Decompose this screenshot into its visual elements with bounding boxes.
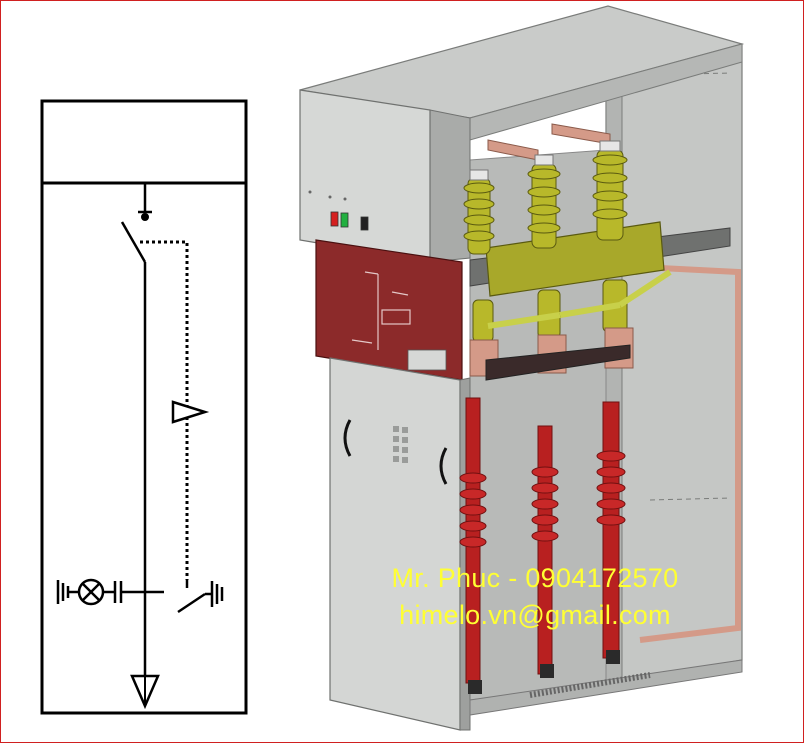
cable-terminations (459, 397, 626, 684)
door-handle-right (439, 447, 448, 485)
cabinet-front-door (329, 357, 461, 731)
cabinet-floor (469, 659, 743, 716)
lv-compartment-front (299, 89, 431, 263)
indicator-lamp-green (340, 212, 349, 228)
interlock-rods (487, 269, 672, 329)
mechanical-interlock-line (140, 240, 189, 580)
contact-name-phone: Mr. Phuc - 0904172570 (391, 563, 679, 593)
interlock-triangle-symbol (171, 400, 210, 424)
switchgear-cabinet (299, 5, 745, 731)
operation-counter (407, 349, 447, 371)
lv-compartment-side (429, 109, 471, 263)
contact-email: himelo.vn@gmail.com (399, 600, 671, 630)
single-line-diagram (40, 99, 248, 715)
earthing-switch-symbol (177, 580, 224, 614)
earth-bus-bar (639, 265, 741, 643)
bus-tap-node (141, 213, 149, 221)
selector-switch (360, 216, 369, 231)
voltage-indicator-lamp-symbol (56, 578, 164, 606)
cable-clamp-bar (485, 344, 631, 381)
diagram-outer-frame (40, 99, 248, 715)
lower-insulators (472, 279, 628, 343)
viewing-window (393, 426, 408, 463)
upper-insulators (463, 149, 628, 255)
insulator-caps (469, 140, 621, 181)
door-handle-left (343, 419, 352, 457)
cable-glands (468, 650, 620, 694)
indicator-lamp-red (330, 211, 339, 227)
disconnector-symbol (120, 221, 147, 688)
mechanism-panel-markings (351, 271, 411, 350)
